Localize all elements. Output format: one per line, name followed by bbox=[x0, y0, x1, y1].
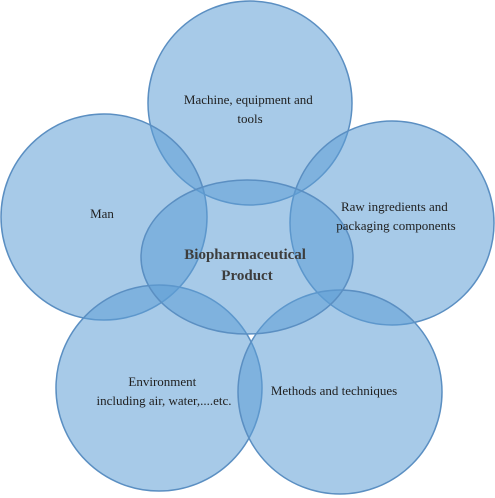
petal-label-right: Raw ingredients and packaging components bbox=[336, 199, 456, 233]
petal-label-top: Machine, equipment and tools bbox=[184, 92, 316, 126]
center-label-line2: Product bbox=[221, 268, 272, 284]
petal-label-top-line1: Machine, equipment and bbox=[184, 92, 313, 107]
center-label-line1: Biopharmaceutical bbox=[184, 247, 306, 263]
center-label: Biopharmaceutical Product bbox=[184, 247, 309, 284]
petal-label-bottom-left-line1: Environment bbox=[128, 374, 196, 389]
petal-label-bottom-right: Methods and techniques bbox=[271, 383, 397, 398]
center-circle bbox=[140, 179, 354, 335]
petal-label-right-line1: Raw ingredients and bbox=[341, 199, 448, 214]
petal-label-left-line1: Man bbox=[90, 206, 114, 221]
petal-label-bottom-left-line2: including air, water,....etc. bbox=[96, 393, 231, 408]
petal-label-left: Man bbox=[90, 206, 114, 221]
petal-label-right-line2: packaging components bbox=[336, 218, 456, 233]
petal-label-bottom-right-line1: Methods and techniques bbox=[271, 383, 397, 398]
petal-label-top-line2: tools bbox=[237, 111, 262, 126]
petal-label-bottom-left: Environment including air, water,....etc… bbox=[96, 374, 231, 408]
